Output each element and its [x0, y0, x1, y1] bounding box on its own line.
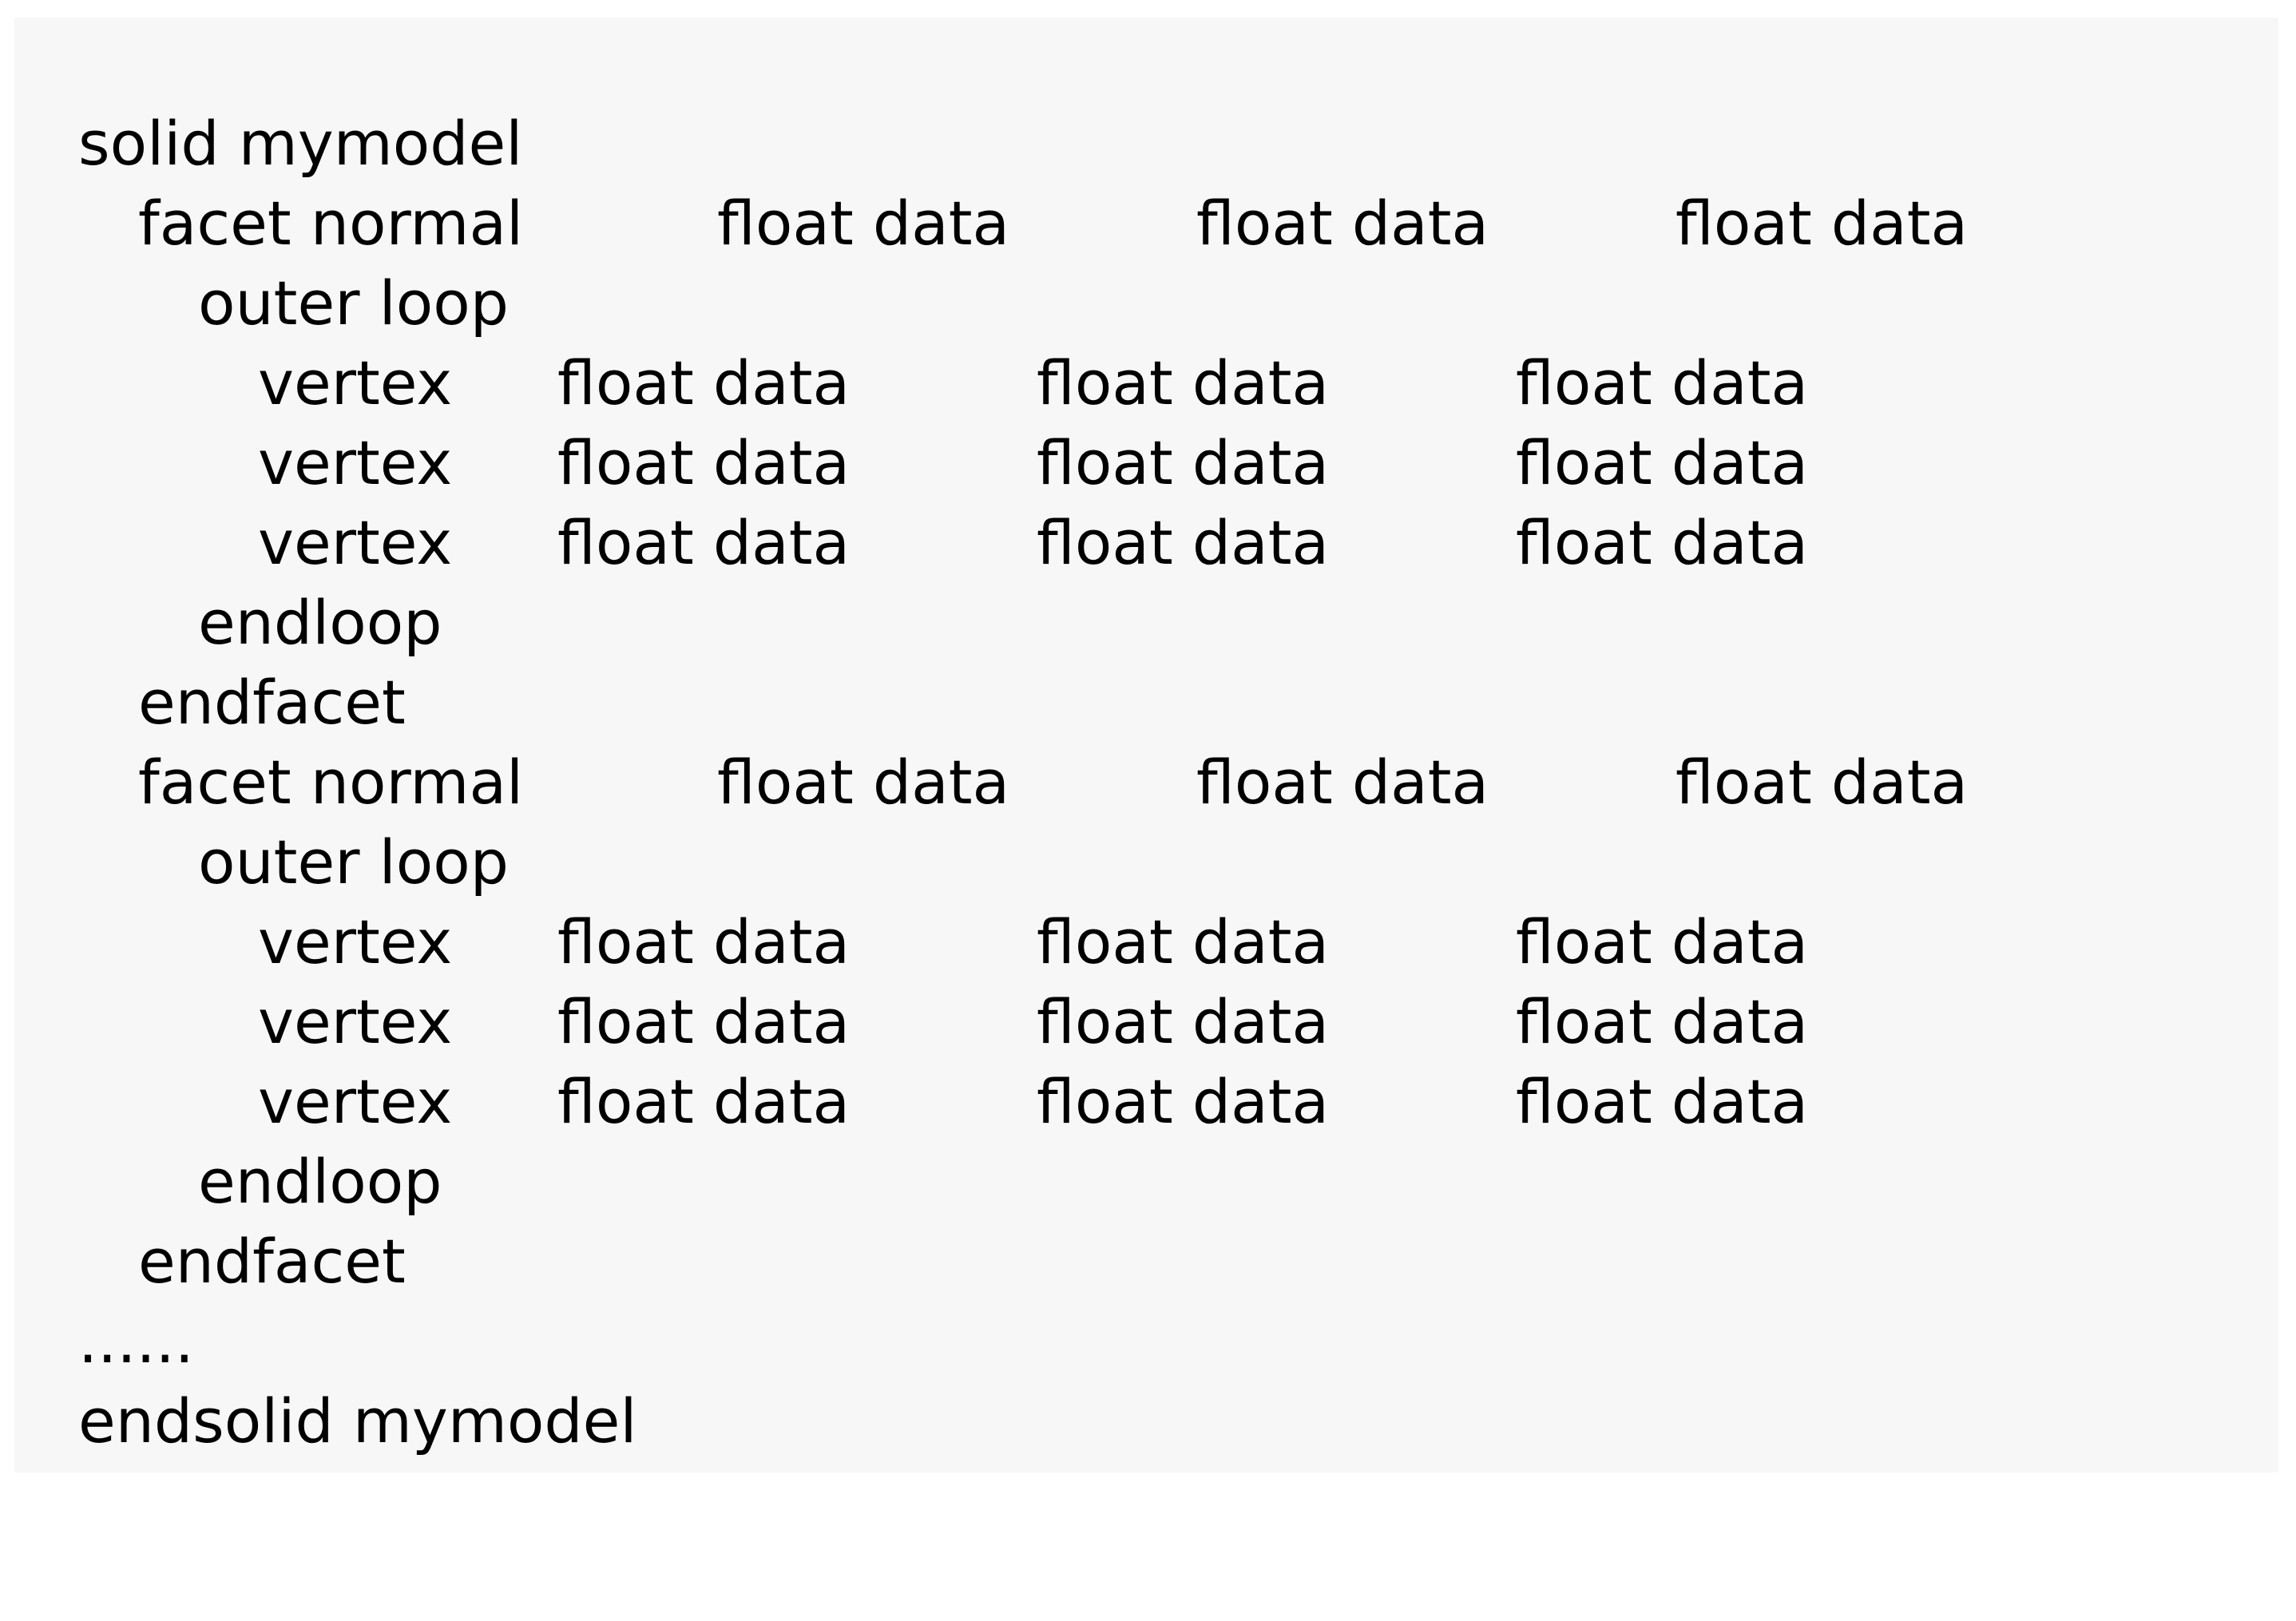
- outer-loop-line: outer loop: [14, 264, 509, 343]
- facet-normal-keyword: facet normal: [138, 747, 524, 818]
- facet-normal-line: facet normal float data float data float…: [14, 184, 1968, 264]
- endloop-keyword: endloop: [198, 587, 442, 658]
- endsolid-keyword: endsolid mymodel: [78, 1385, 637, 1457]
- vertex-y-value: float data: [1037, 507, 1330, 578]
- vertex-keyword: vertex: [258, 347, 453, 418]
- endfacet-line: endfacet: [14, 1222, 406, 1302]
- ellipsis: ......: [78, 1306, 194, 1377]
- vertex-line: vertex float data float data float data: [14, 982, 1808, 1062]
- vertex-keyword: vertex: [258, 427, 453, 498]
- vertex-keyword: vertex: [258, 906, 453, 977]
- endfacet-keyword: endfacet: [138, 1226, 406, 1297]
- vertex-line: vertex float data float data float data: [14, 503, 1808, 583]
- facet-normal-line: facet normal float data float data float…: [14, 743, 1968, 822]
- outer-loop-keyword: outer loop: [198, 268, 509, 339]
- normal-x-value: float data: [717, 747, 1010, 818]
- endloop-keyword: endloop: [198, 1146, 442, 1217]
- vertex-z-value: float data: [1516, 427, 1809, 498]
- solid-line: solid mymodel: [14, 104, 522, 184]
- vertex-keyword: vertex: [258, 507, 453, 578]
- facet-normal-keyword: facet normal: [138, 188, 524, 259]
- vertex-z-value: float data: [1516, 1066, 1809, 1137]
- normal-y-value: float data: [1196, 747, 1489, 818]
- vertex-keyword: vertex: [258, 1066, 453, 1137]
- stl-ascii-listing: solid mymodel facet normal float data fl…: [14, 18, 2278, 1472]
- vertex-z-value: float data: [1516, 347, 1809, 418]
- endloop-line: endloop: [14, 1142, 442, 1222]
- vertex-z-value: float data: [1516, 507, 1809, 578]
- normal-z-value: float data: [1675, 747, 1969, 818]
- endloop-line: endloop: [14, 583, 442, 663]
- vertex-x-value: float data: [557, 507, 851, 578]
- vertex-y-value: float data: [1037, 986, 1330, 1057]
- vertex-y-value: float data: [1037, 427, 1330, 498]
- endsolid-line: endsolid mymodel: [14, 1381, 637, 1461]
- ellipsis-line: ......: [14, 1302, 194, 1381]
- solid-keyword: solid mymodel: [78, 108, 523, 179]
- normal-x-value: float data: [717, 188, 1010, 259]
- normal-z-value: float data: [1675, 188, 1969, 259]
- outer-loop-keyword: outer loop: [198, 826, 509, 898]
- vertex-y-value: float data: [1037, 347, 1330, 418]
- vertex-x-value: float data: [557, 347, 851, 418]
- vertex-x-value: float data: [557, 1066, 851, 1137]
- vertex-line: vertex float data float data float data: [14, 343, 1808, 423]
- vertex-line: vertex float data float data float data: [14, 1062, 1808, 1142]
- endfacet-line: endfacet: [14, 663, 406, 743]
- endfacet-keyword: endfacet: [138, 667, 406, 738]
- vertex-z-value: float data: [1516, 906, 1809, 977]
- vertex-x-value: float data: [557, 906, 851, 977]
- vertex-x-value: float data: [557, 986, 851, 1057]
- vertex-z-value: float data: [1516, 986, 1809, 1057]
- vertex-x-value: float data: [557, 427, 851, 498]
- vertex-line: vertex float data float data float data: [14, 902, 1808, 982]
- outer-loop-line: outer loop: [14, 822, 509, 902]
- vertex-keyword: vertex: [258, 986, 453, 1057]
- vertex-line: vertex float data float data float data: [14, 423, 1808, 503]
- normal-y-value: float data: [1196, 188, 1489, 259]
- vertex-y-value: float data: [1037, 906, 1330, 977]
- vertex-y-value: float data: [1037, 1066, 1330, 1137]
- stl-format-panel: solid mymodel facet normal float data fl…: [14, 18, 2278, 1472]
